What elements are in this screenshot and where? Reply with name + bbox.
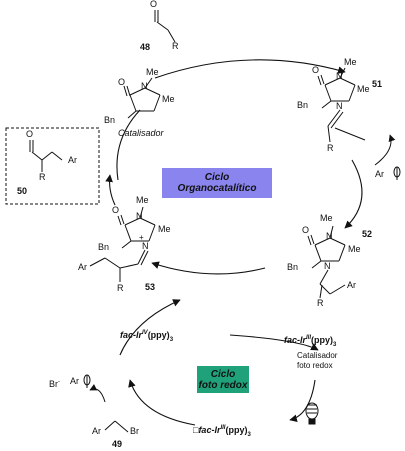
radical-52-oxygen: O	[302, 225, 310, 235]
compound-51-label: 51	[372, 79, 383, 89]
catalyst-me-right: Me	[162, 94, 175, 104]
radical-52-r: R	[317, 298, 324, 308]
bromide-anion: Br-	[49, 379, 60, 389]
compound-49-label: 49	[112, 439, 123, 449]
aryl-radical-left-ar: Ar	[70, 376, 79, 386]
enamine-51-n-top: N	[336, 71, 343, 81]
photoredox-cycle-box: Ciclo foto redox	[197, 366, 249, 393]
iminium-53-plus: +	[139, 233, 144, 242]
light-bulb-icon	[305, 402, 319, 425]
aldehyde-48-structure	[154, 10, 176, 43]
radical-52-ar: Ar	[347, 280, 356, 290]
bromide-49-ar: Ar	[92, 426, 101, 436]
radical-52-n-bottom: N	[324, 261, 331, 271]
photocatalyst-caption-line2: foto redox	[297, 361, 333, 370]
enamine-51-bn: Bn	[297, 100, 309, 110]
bromide-49-structure	[104, 420, 129, 433]
iminium-53-oxygen: O	[112, 205, 120, 215]
iminium-53-bn: Bn	[98, 242, 110, 252]
aryl-radical-right	[374, 134, 401, 180]
product-50-structure	[29, 140, 63, 172]
photoredox-cycle-line1: Ciclo	[210, 368, 236, 380]
aldehyde-48-oxygen: O	[150, 0, 158, 9]
enamine-51-me-right: Me	[357, 84, 370, 94]
aryl-radical-left	[83, 374, 106, 403]
organocatalytic-cycle-arrows	[105, 59, 363, 275]
iminium-53-r: R	[117, 283, 124, 293]
product-50-oxygen: O	[26, 129, 34, 139]
catalyst-structure	[123, 77, 161, 119]
iminium-53-ar: Ar	[78, 262, 87, 272]
enamine-51-me-top: Me	[344, 57, 357, 67]
photocatalyst-caption-line1: Catalisador	[297, 351, 338, 360]
compound-53-label: 53	[145, 282, 156, 292]
compound-50-label: 50	[17, 186, 28, 196]
aldehyde-48-r: R	[172, 41, 179, 51]
bromide-49-br: Br	[130, 426, 139, 436]
enamine-51-structure	[317, 67, 366, 143]
iminium-53-n-bottom: N	[142, 241, 149, 251]
ir-iv-species: fac-IrIV(ppy)3	[120, 330, 174, 343]
enamine-51-n-bottom: N	[336, 101, 343, 111]
catalyst-n-top: N	[141, 81, 148, 91]
enamine-51-r: R	[327, 143, 334, 153]
iminium-53-me-right: Me	[158, 224, 171, 234]
iminium-53-structure	[89, 206, 156, 282]
organocatalytic-cycle-line2: Organocatalítico	[177, 183, 257, 194]
photoredox-cycle-line2: foto redox	[198, 379, 248, 391]
organocatalytic-cycle-box: Ciclo Organocatalítico	[162, 168, 272, 198]
radical-52-me-top: Me	[320, 213, 333, 223]
radical-52-bn: Bn	[287, 262, 299, 272]
radical-52-n-top: N	[326, 231, 333, 241]
product-50-box	[5, 127, 100, 205]
iminium-53-me-top: Me	[136, 195, 149, 205]
iminium-53-n-top: N	[136, 211, 143, 221]
aryl-radical-right-ar: Ar	[375, 169, 384, 179]
compound-48-label: 48	[140, 42, 151, 52]
product-50-ar: Ar	[68, 155, 77, 165]
catalyst-bn: Bn	[104, 115, 116, 125]
enamine-51-oxygen: O	[312, 65, 320, 75]
product-50-r: R	[39, 172, 46, 182]
radical-52-me-right: Me	[348, 244, 361, 254]
catalyst-oxygen: O	[118, 77, 126, 87]
organocatalytic-cycle-line1: Ciclo	[204, 172, 230, 183]
compound-52-label: 52	[362, 229, 373, 239]
ir-iii-species: fac-IrIII(ppy)3	[284, 335, 337, 348]
ir-iii-excited-species: □fac-IrIII(ppy)3	[193, 425, 251, 438]
radical-52-structure	[307, 225, 346, 299]
photoredox-cycle-arrows	[119, 299, 319, 426]
catalyst-caption: Catalisador	[118, 128, 164, 138]
catalyst-me-top: Me	[146, 67, 159, 77]
